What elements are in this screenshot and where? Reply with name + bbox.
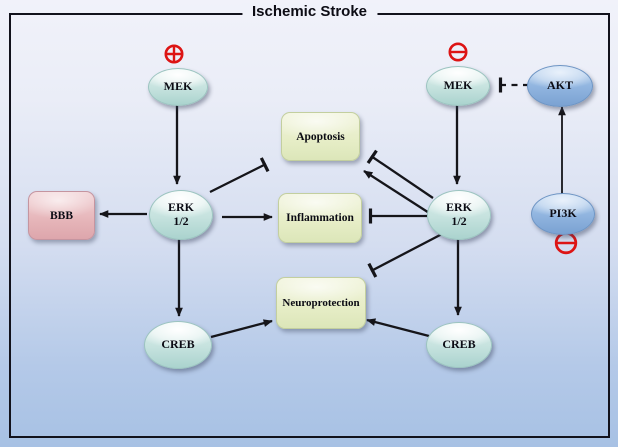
minus-circle-icon [448, 42, 468, 62]
node-creb-right-label: CREB [442, 337, 476, 352]
plus-circle-icon [164, 44, 184, 64]
node-inflammation: Inflammation [278, 193, 362, 243]
node-erk-left: ERK 1/2 [149, 190, 213, 240]
node-bbb: BBB [28, 191, 95, 240]
node-creb-left-label: CREB [161, 337, 195, 352]
node-creb-left: CREB [144, 321, 212, 369]
node-creb-right: CREB [426, 322, 492, 368]
node-bbb-label: BBB [49, 209, 73, 222]
node-erk-left-label-line1: ERK [167, 200, 194, 215]
page-title: Ischemic Stroke [241, 3, 378, 20]
node-akt: AKT [527, 65, 593, 107]
node-erk-right: ERK 1/2 [427, 190, 491, 240]
node-apoptosis: Apoptosis [281, 112, 360, 161]
node-pi3k-label: PI3K [549, 206, 577, 221]
node-erk-right-label-line2: 1/2 [451, 214, 467, 228]
node-apoptosis-label: Apoptosis [296, 130, 345, 143]
node-mek-right-label: MEK [443, 78, 473, 93]
diagram-frame: Ischemic Stroke [9, 3, 610, 438]
node-erk-left-label-line2: 1/2 [173, 214, 189, 228]
node-erk-right-label-line1: ERK [445, 200, 472, 215]
node-mek-left-label: MEK [163, 79, 193, 94]
node-mek-left: MEK [148, 68, 208, 106]
node-neuroprotection-label: Neuroprotection [282, 297, 360, 309]
node-mek-right: MEK [426, 66, 490, 106]
node-inflammation-label: Inflammation [286, 212, 354, 224]
node-akt-label: AKT [546, 78, 573, 93]
node-neuroprotection: Neuroprotection [276, 277, 366, 329]
node-pi3k: PI3K [531, 193, 595, 235]
